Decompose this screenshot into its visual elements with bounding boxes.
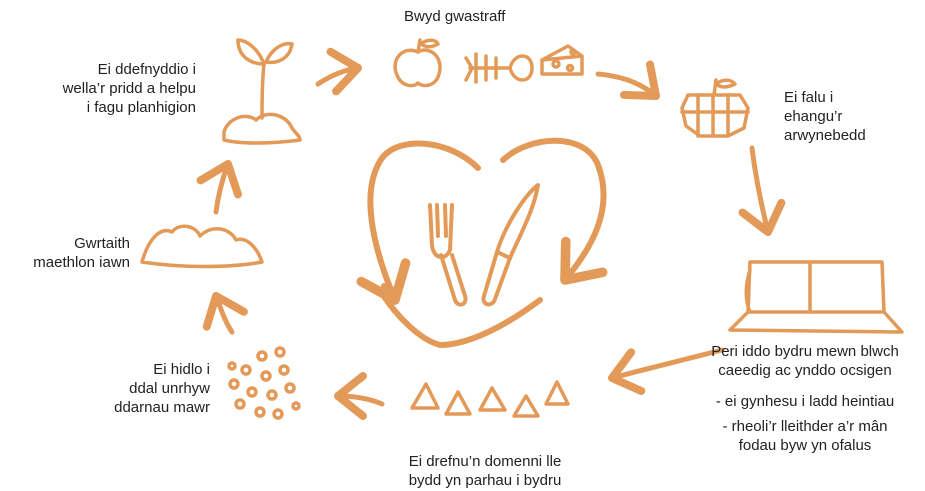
- apple-icon: [393, 38, 442, 88]
- step-rot-box-label: Peri iddo bydru mewn blwch caeedig ac yn…: [696, 342, 914, 455]
- cycle-arrows: [196, 47, 786, 421]
- fish-bone-icon: [464, 52, 534, 84]
- rot-box-line-2: caeedig ac ynddo ocsigen: [718, 362, 892, 379]
- step-heaps-label: Ei drefnu’n domenni lle bydd yn parhau i…: [380, 452, 590, 490]
- sprout-icon: [222, 38, 302, 145]
- pellets-icon: [227, 346, 301, 420]
- sieve-line-1: Ei hidlo i: [153, 361, 210, 378]
- chop-line-2: ehangu’r: [784, 108, 843, 125]
- step-use-label: Ei ddefnyddio i wella’r pridd a helpu i …: [36, 60, 196, 117]
- rot-box-bullet-2-line-1: - rheoli’r lleithder a’r mân: [722, 418, 888, 435]
- food-waste-text: Bwyd gwastraff: [404, 8, 506, 25]
- cheese-icon: [540, 44, 584, 76]
- fork-icon: [428, 203, 468, 307]
- step-chop-label: Ei falu i ehangu’r arwynebedd: [784, 88, 866, 145]
- step-compost-label: Gwrtaith maethlon iawn: [14, 234, 130, 272]
- sieve-line-2: ddal unrhyw: [129, 380, 210, 397]
- chopped-apple-icon: [680, 78, 750, 138]
- use-line-1: Ei ddefnyddio i: [97, 61, 196, 78]
- knife-icon: [481, 183, 540, 307]
- compost-line-1: Gwrtaith: [74, 235, 130, 252]
- step-sieve-label: Ei hidlo i ddal unrhyw ddarnau mawr: [96, 360, 210, 417]
- heaps-line-2: bydd yn parhau i bydru: [408, 472, 562, 489]
- soil-mound-icon: [140, 224, 264, 269]
- compost-line-2: maethlon iawn: [33, 254, 130, 271]
- rot-box-line-1: Peri iddo bydru mewn blwch: [711, 343, 899, 360]
- step-food-waste-label: Bwyd gwastraff: [404, 7, 505, 26]
- chop-line-1: Ei falu i: [784, 89, 834, 106]
- rot-box-bullet-1: - ei gynhesu i ladd heintiau: [715, 393, 895, 410]
- heart-arrows-icon: [356, 137, 608, 348]
- triangle-piles-icon: [410, 380, 570, 418]
- heaps-line-1: Ei drefnu’n domenni lle: [408, 453, 562, 470]
- use-line-3: i fagu planhigion: [86, 99, 196, 116]
- use-line-2: wella’r pridd a helpu: [62, 80, 196, 97]
- rot-box-bullet-2-line-2: fodau byw yn ofalus: [738, 437, 872, 454]
- sieve-line-3: ddarnau mawr: [114, 399, 210, 416]
- chop-line-3: arwynebedd: [784, 127, 866, 144]
- compost-box-icon: [728, 260, 904, 334]
